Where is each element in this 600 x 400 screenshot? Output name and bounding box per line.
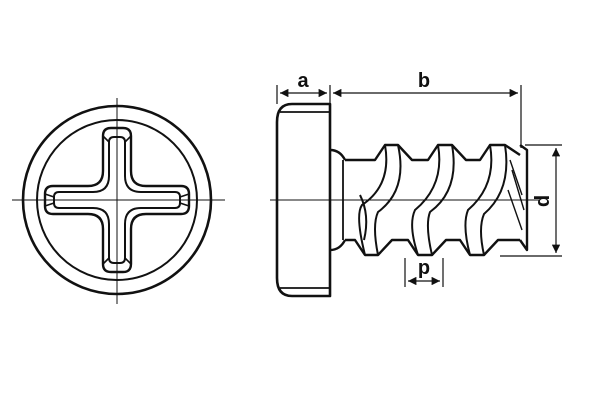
- recess-flank-lines: [44, 135, 190, 265]
- screw-head-profile: [275, 102, 332, 298]
- dimension-lines: [276, 85, 562, 287]
- dimension-a-label: a: [297, 70, 309, 92]
- dimension-d-label: d: [532, 195, 554, 207]
- thread-profile-bottom: [345, 238, 520, 257]
- head-outer-circle: [21, 104, 213, 296]
- screw-tip: [519, 144, 529, 252]
- dimension-b-label: b: [418, 70, 430, 92]
- screw-side-view: [270, 102, 540, 298]
- dimension-p-label: p: [418, 257, 430, 279]
- thread-helix-lines: [358, 144, 508, 256]
- head-inner-circle: [36, 119, 198, 281]
- head-top-view: [12, 98, 225, 304]
- tip-thread-lines: [507, 159, 525, 231]
- shank-neck: [329, 148, 347, 252]
- thread-profile-top: [345, 143, 521, 162]
